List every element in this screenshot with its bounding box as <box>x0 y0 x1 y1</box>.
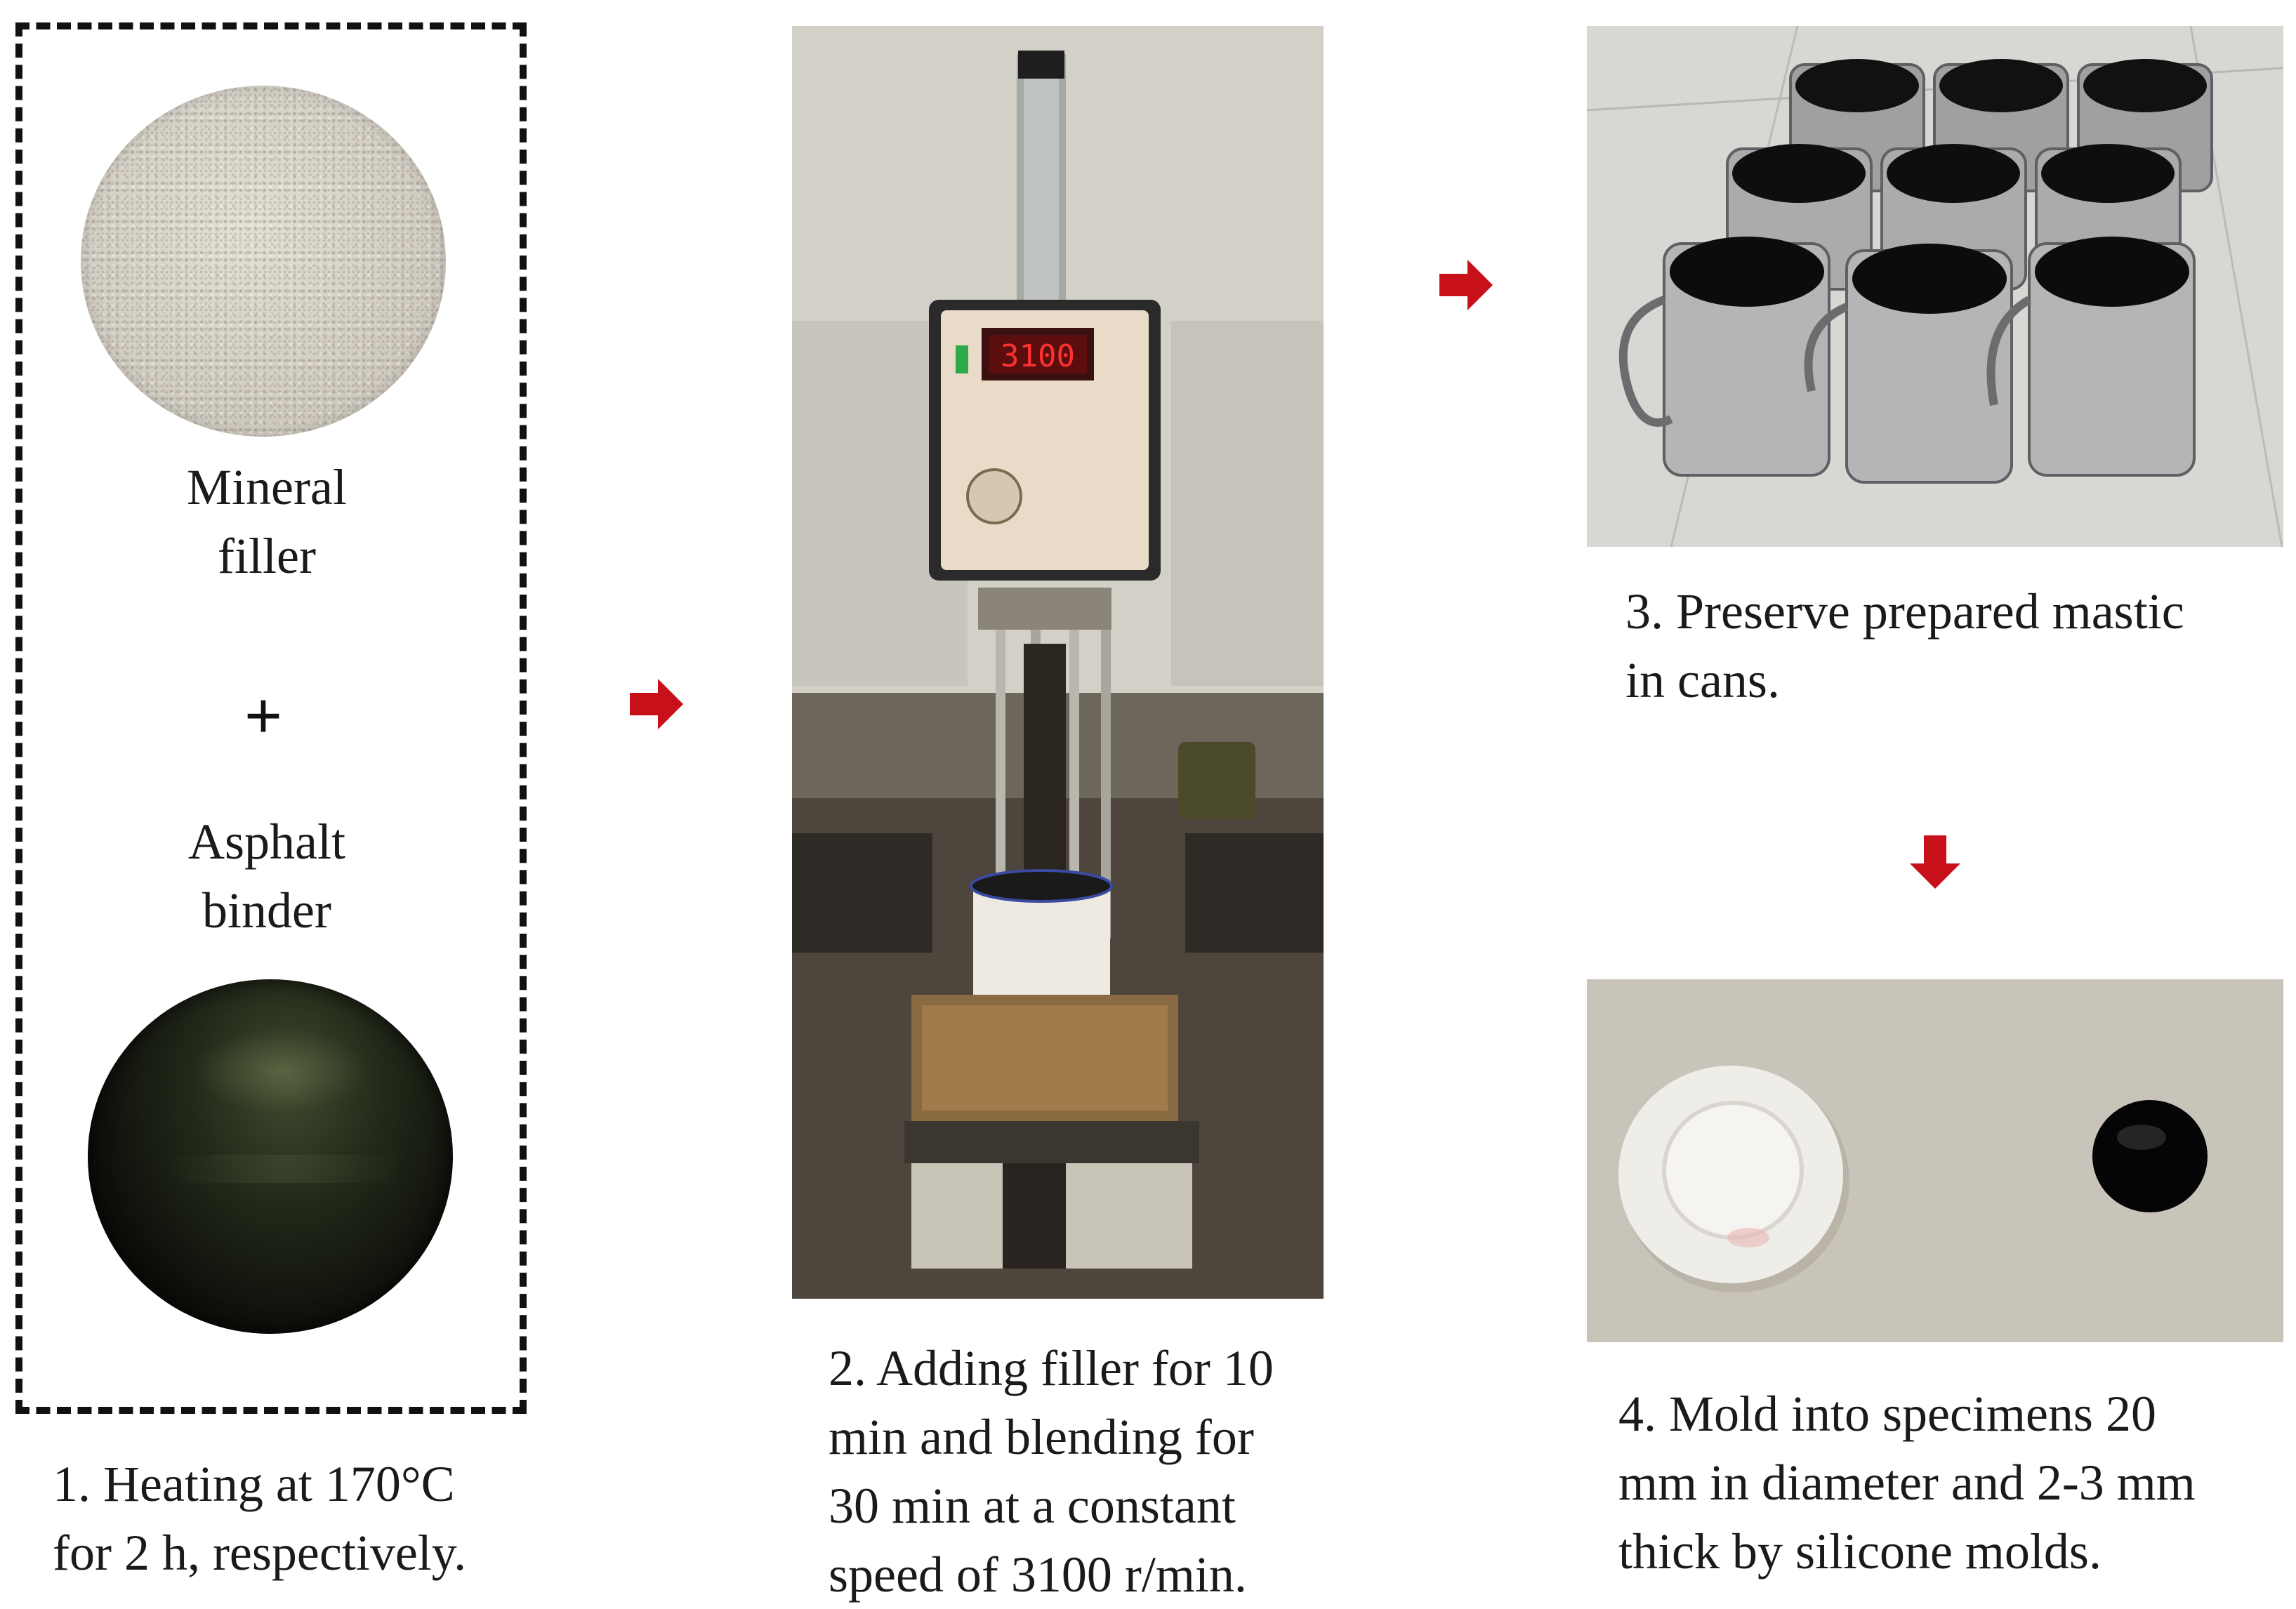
step1-caption-line2: for 2 h, respectively. <box>53 1525 467 1581</box>
mineral-filler-label-line2: filler <box>218 528 316 584</box>
svg-text:3100: 3100 <box>1001 338 1075 374</box>
step1-caption-line1: 1. Heating at 170°C <box>53 1456 455 1512</box>
step2-caption: 2. Adding filler for 10 min and blending… <box>829 1334 1348 1609</box>
asphalt-binder-label-line1: Asphalt <box>188 814 345 870</box>
plus-icon: + <box>244 678 283 753</box>
asphalt-binder-label: Asphalt binder <box>126 807 407 945</box>
mineral-filler-label-line1: Mineral <box>187 459 347 515</box>
mastic-cans-photo <box>1587 26 2283 547</box>
step2-caption-line4: speed of 3100 r/min. <box>829 1547 1247 1603</box>
step3-caption: 3. Preserve prepared mastic in cans. <box>1625 577 2292 715</box>
arrow-right-icon <box>630 679 683 729</box>
asphalt-binder-photo <box>88 979 453 1334</box>
step4-caption: 4. Mold into specimens 20 mm in diameter… <box>1618 1379 2292 1586</box>
step4-caption-line2: mm in diameter and 2-3 mm <box>1618 1455 2196 1511</box>
asphalt-binder-label-line2: binder <box>202 882 331 939</box>
arrow-down-icon <box>1910 835 1960 889</box>
arrow-right-icon <box>1439 260 1493 310</box>
step4-caption-line1: 4. Mold into specimens 20 <box>1618 1386 2156 1442</box>
step2-caption-line1: 2. Adding filler for 10 <box>829 1340 1274 1396</box>
step3-caption-line2: in cans. <box>1625 652 1780 708</box>
step2-caption-line3: 30 min at a constant <box>829 1478 1236 1534</box>
mineral-filler-label: Mineral filler <box>126 453 407 590</box>
step4-caption-line3: thick by silicone molds. <box>1618 1523 2102 1580</box>
mineral-filler-photo <box>81 86 446 437</box>
step2-caption-line2: min and blending for <box>829 1409 1254 1465</box>
blending-machine-photo: 3100 <box>792 26 1324 1299</box>
step1-caption: 1. Heating at 170°C for 2 h, respectivel… <box>53 1450 558 1587</box>
ingredients-dashed-box <box>15 22 527 1414</box>
step3-caption-line1: 3. Preserve prepared mastic <box>1625 583 2184 640</box>
silicone-mold-photo <box>1587 979 2283 1342</box>
